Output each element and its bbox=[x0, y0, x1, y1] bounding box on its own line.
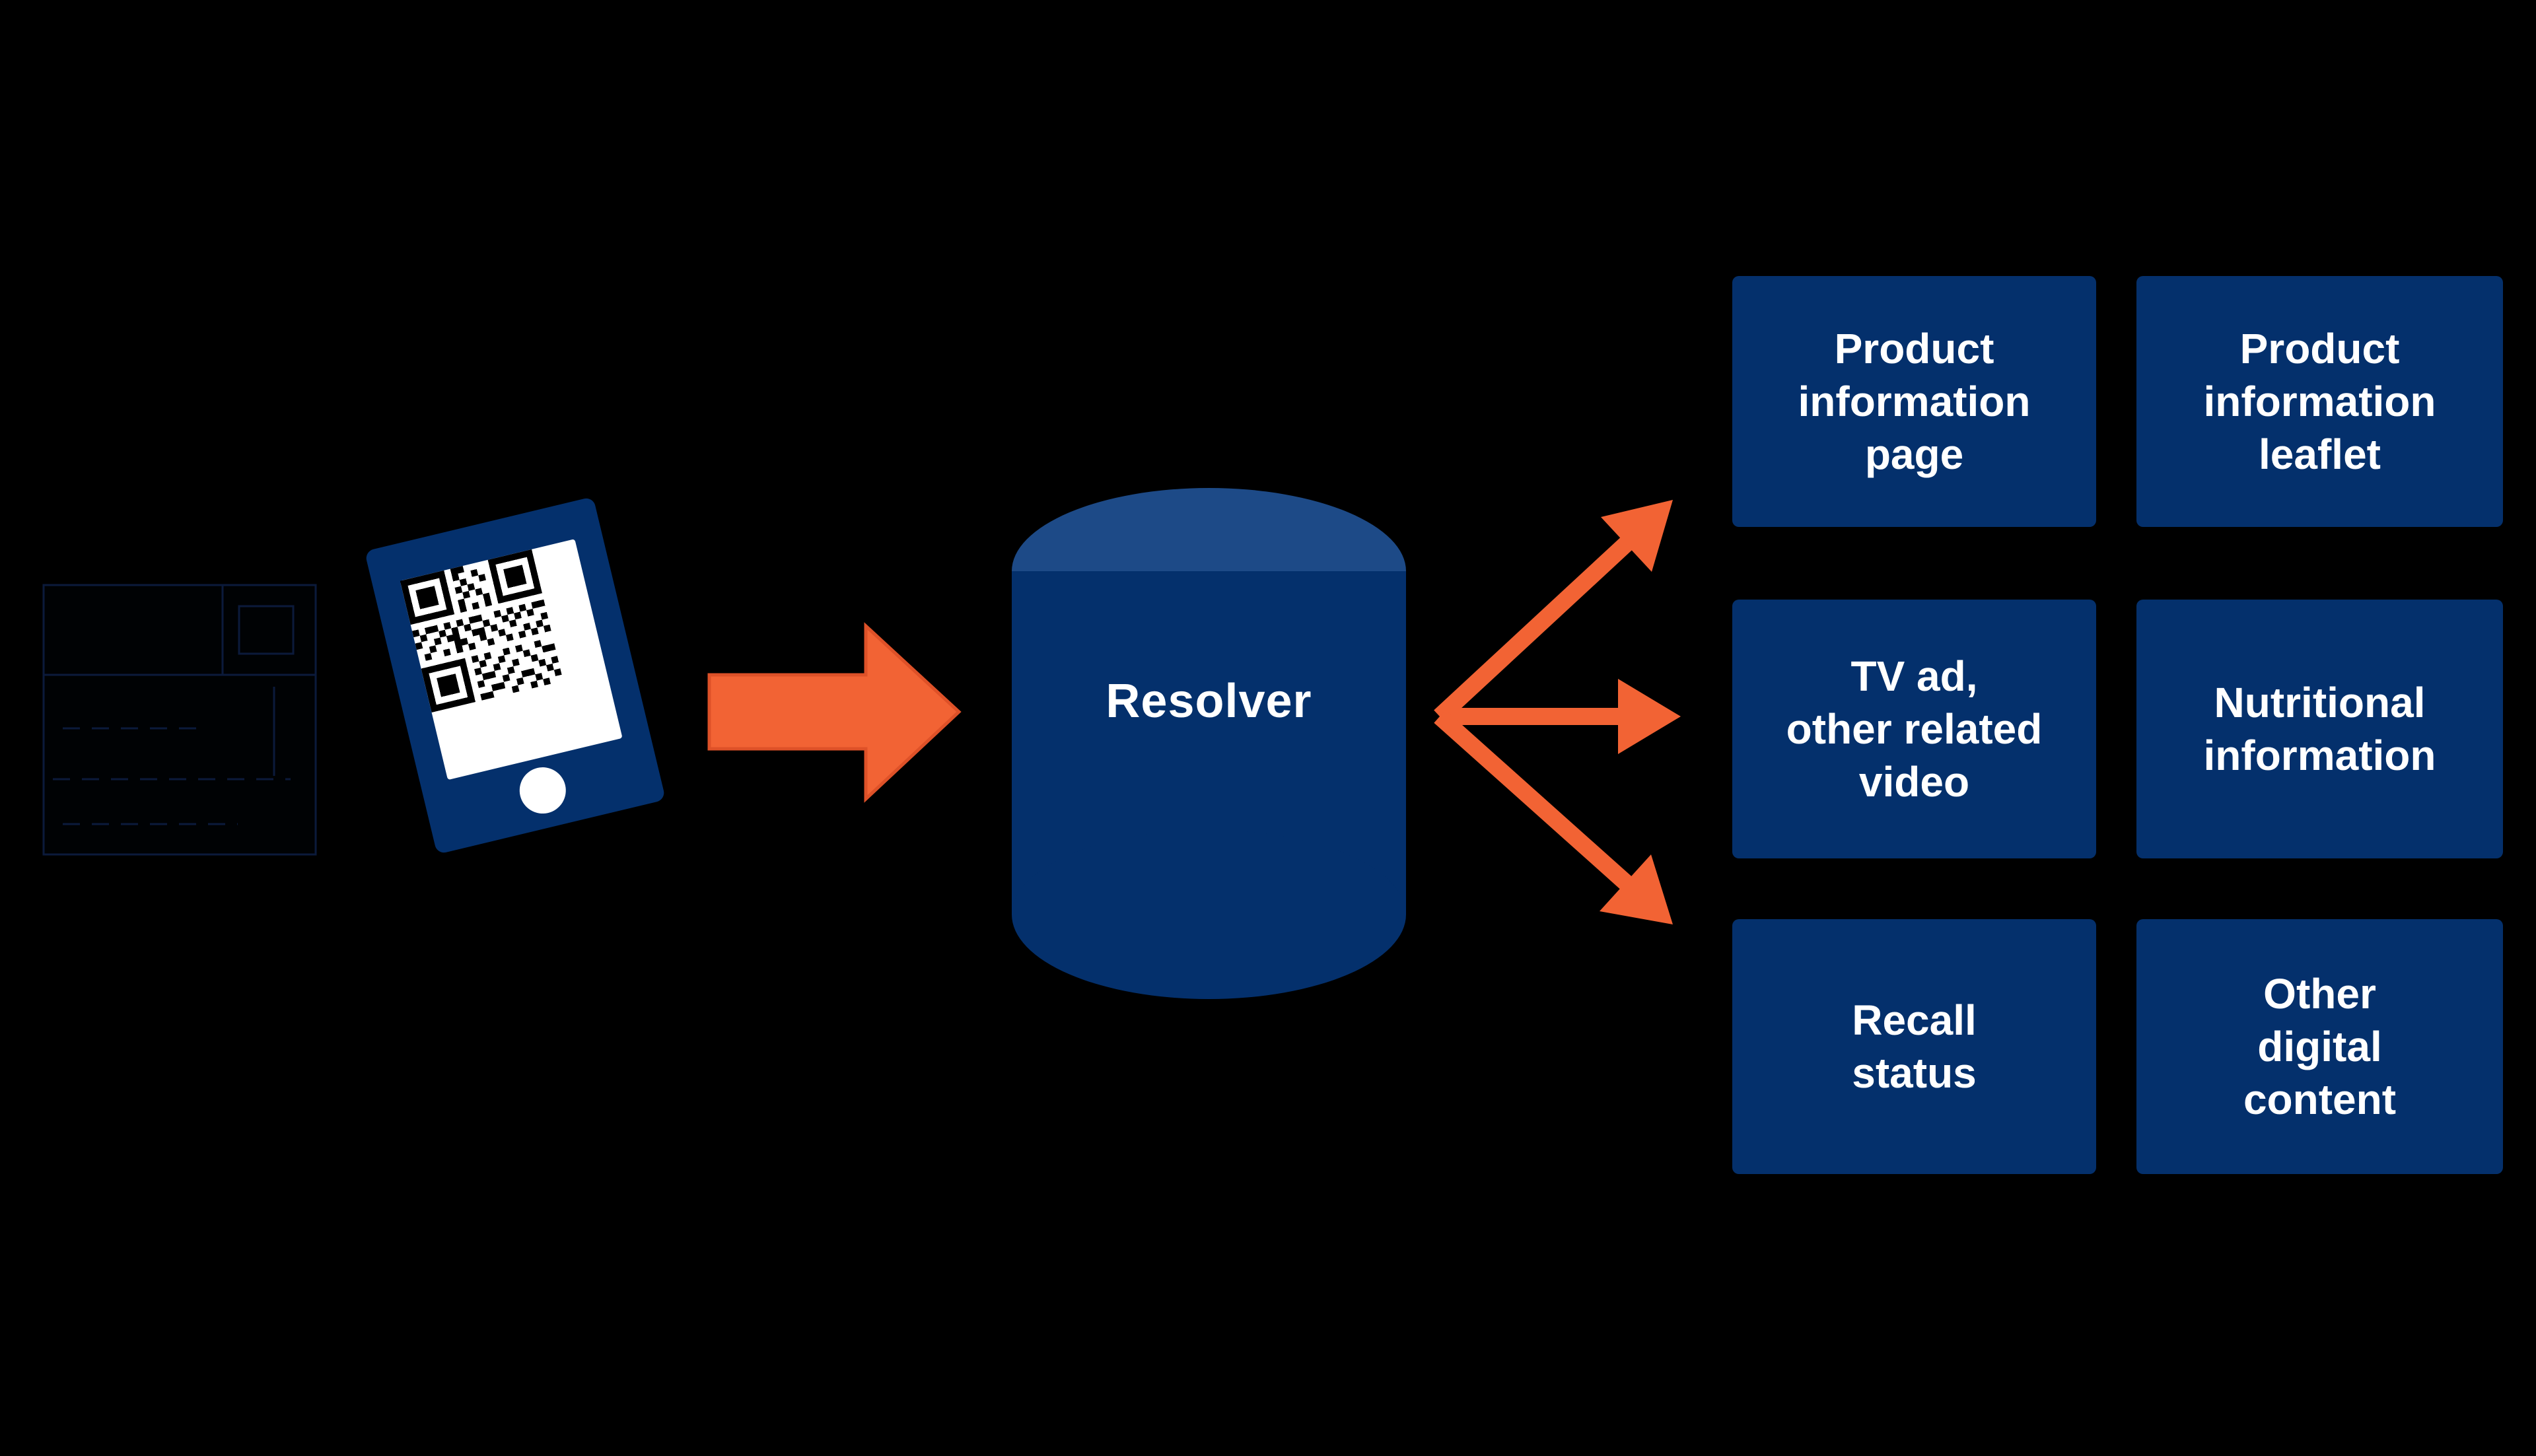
output-box-nutritional-information: Nutritional information bbox=[2136, 600, 2503, 858]
output-box-label: Nutritional information bbox=[2203, 679, 2436, 779]
output-box-label: Other digital content bbox=[2243, 970, 2397, 1123]
phone-screen bbox=[400, 539, 623, 780]
output-box-label: Product information leaflet bbox=[2203, 325, 2436, 478]
resolver-label: Resolver bbox=[1106, 675, 1312, 728]
output-box-product-information-page: Product information page bbox=[1732, 276, 2096, 527]
output-box-label: Recall status bbox=[1852, 996, 1977, 1097]
output-box-label: TV ad, other related video bbox=[1786, 652, 2043, 806]
output-box-recall-status: Recall status bbox=[1732, 919, 2096, 1174]
output-box-other-digital-content: Other digital content bbox=[2136, 919, 2503, 1174]
output-box-label: Product information page bbox=[1798, 325, 2031, 478]
qr-code-icon bbox=[400, 549, 562, 713]
output-box-product-information-leaflet: Product information leaflet bbox=[2136, 276, 2503, 527]
smartphone bbox=[364, 496, 666, 855]
output-box-tv-ad-other-related-video: TV ad, other related video bbox=[1732, 600, 2096, 858]
